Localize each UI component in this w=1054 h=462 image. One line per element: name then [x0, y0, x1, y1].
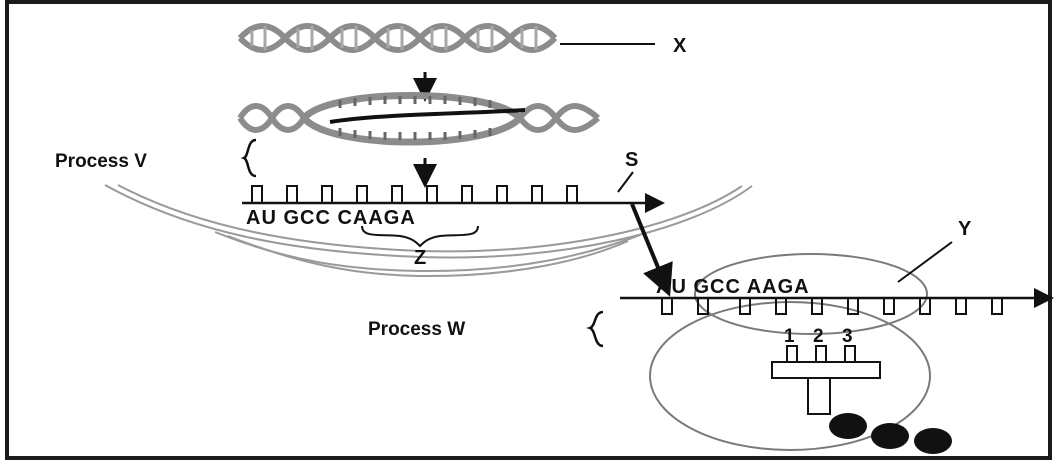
dna-double-helix: [237, 23, 558, 53]
z-brace: [361, 225, 479, 248]
mrna-strand-ribosome: [620, 288, 1054, 315]
label-process-w: Process W: [368, 319, 465, 340]
ribosome-large-subunit: [649, 301, 931, 451]
amino-acid-chain: [829, 413, 952, 454]
mrna-sequence-top: AU GCC CAAGA: [246, 207, 416, 229]
unwound-dna-bubble: [237, 92, 600, 146]
mrna-sequence-ribosome: AU GCC AAGA: [656, 276, 810, 298]
ribosome-small-subunit: [694, 253, 928, 335]
label-z: Z: [414, 247, 426, 269]
mrna-export-arrow: [630, 203, 673, 297]
figure-frame: [5, 0, 1052, 460]
mrna-transcript-strand: [329, 108, 526, 124]
label-process-v: Process V: [55, 151, 147, 172]
process-v-brace: [240, 138, 257, 178]
nuclear-membrane: [104, 184, 753, 278]
y-leader-line: [897, 241, 953, 283]
label-x: X: [673, 35, 687, 57]
label-y: Y: [958, 218, 972, 240]
label-s: S: [625, 149, 638, 171]
trna-position-1: 1: [784, 326, 795, 347]
process-w-brace: [586, 310, 604, 348]
mrna-strand-top: [242, 185, 665, 213]
trna-position-3: 3: [842, 326, 853, 347]
trna-molecule: 1 2 3: [771, 326, 881, 415]
s-leader-line: [617, 171, 634, 193]
trna-position-2: 2: [813, 326, 824, 347]
